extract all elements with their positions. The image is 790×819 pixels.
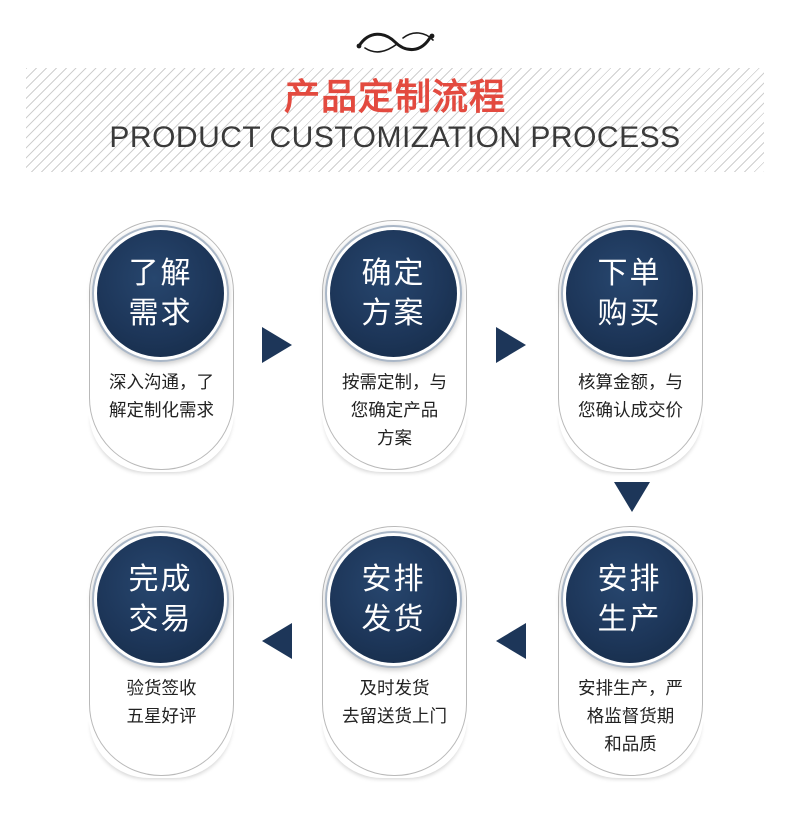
step-desc-line: 您确认成交价 [578, 401, 683, 421]
step-title-line: 下单 [597, 255, 662, 291]
step-description: 深入沟通，了 解定制化需求 [90, 369, 233, 425]
triangle-right-icon [496, 327, 526, 363]
triangle-left-icon [496, 623, 526, 659]
step-title-line: 交易 [128, 601, 193, 637]
triangle-down-icon [614, 482, 650, 512]
step-title-line: 安排 [597, 561, 662, 597]
step-title-line: 安排 [361, 561, 426, 597]
step-badge: 完成 交易 [97, 536, 224, 663]
swash-ornament-icon [356, 32, 435, 53]
step-badge: 安排 生产 [566, 536, 693, 663]
step-complete-transaction: 完成 交易 验货签收 五星好评 [89, 526, 234, 776]
step-badge: 了解 需求 [97, 230, 224, 357]
step-title-line: 方案 [361, 295, 426, 331]
step-desc-line: 解定制化需求 [109, 401, 214, 421]
page-title: 产品定制流程 [283, 77, 506, 118]
step-desc-line: 去留送货上门 [342, 707, 447, 727]
step-badge: 确定 方案 [330, 230, 457, 357]
step-understand-needs: 了解 需求 深入沟通，了 解定制化需求 [89, 220, 234, 470]
step-arrange-shipping: 安排 发货 及时发货 去留送货上门 [322, 526, 467, 776]
page-subtitle: PRODUCT CUSTOMIZATION PROCESS [109, 121, 681, 154]
step-title-line: 完成 [128, 561, 193, 597]
step-desc-line: 安排生产，严 [578, 679, 683, 699]
step-desc-line: 验货签收 [126, 679, 197, 699]
step-desc-line: 您确定产品 [350, 401, 439, 421]
step-desc-line: 按需定制，与 [342, 373, 447, 393]
step-desc-line: 及时发货 [359, 679, 430, 699]
header-hatched-band [26, 68, 764, 172]
step-title-line: 了解 [128, 255, 193, 291]
step-description: 及时发货 去留送货上门 [323, 675, 466, 731]
step-description: 按需定制，与 您确定产品 方案 [323, 369, 466, 453]
triangle-left-icon [262, 623, 292, 659]
step-title-line: 确定 [361, 255, 426, 291]
step-desc-line: 格监督货期 [586, 707, 675, 727]
step-title-line: 生产 [597, 601, 662, 637]
step-title-line: 购买 [597, 295, 662, 331]
step-desc-line: 五星好评 [126, 707, 197, 727]
step-badge: 下单 购买 [566, 230, 693, 357]
step-desc-line: 方案 [377, 429, 412, 449]
step-arrange-production: 安排 生产 安排生产，严 格监督货期 和品质 [558, 526, 703, 776]
step-badge: 安排 发货 [330, 536, 457, 663]
step-place-order: 下单 购买 核算金额，与 您确认成交价 [558, 220, 703, 470]
step-desc-line: 深入沟通，了 [109, 373, 214, 393]
step-title-line: 发货 [361, 601, 426, 637]
step-desc-line: 核算金额，与 [578, 373, 683, 393]
step-description: 验货签收 五星好评 [90, 675, 233, 731]
step-description: 核算金额，与 您确认成交价 [559, 369, 702, 425]
step-title-line: 需求 [128, 295, 193, 331]
step-desc-line: 和品质 [604, 735, 657, 755]
triangle-right-icon [262, 327, 292, 363]
step-description: 安排生产，严 格监督货期 和品质 [559, 675, 702, 759]
step-confirm-plan: 确定 方案 按需定制，与 您确定产品 方案 [322, 220, 467, 470]
